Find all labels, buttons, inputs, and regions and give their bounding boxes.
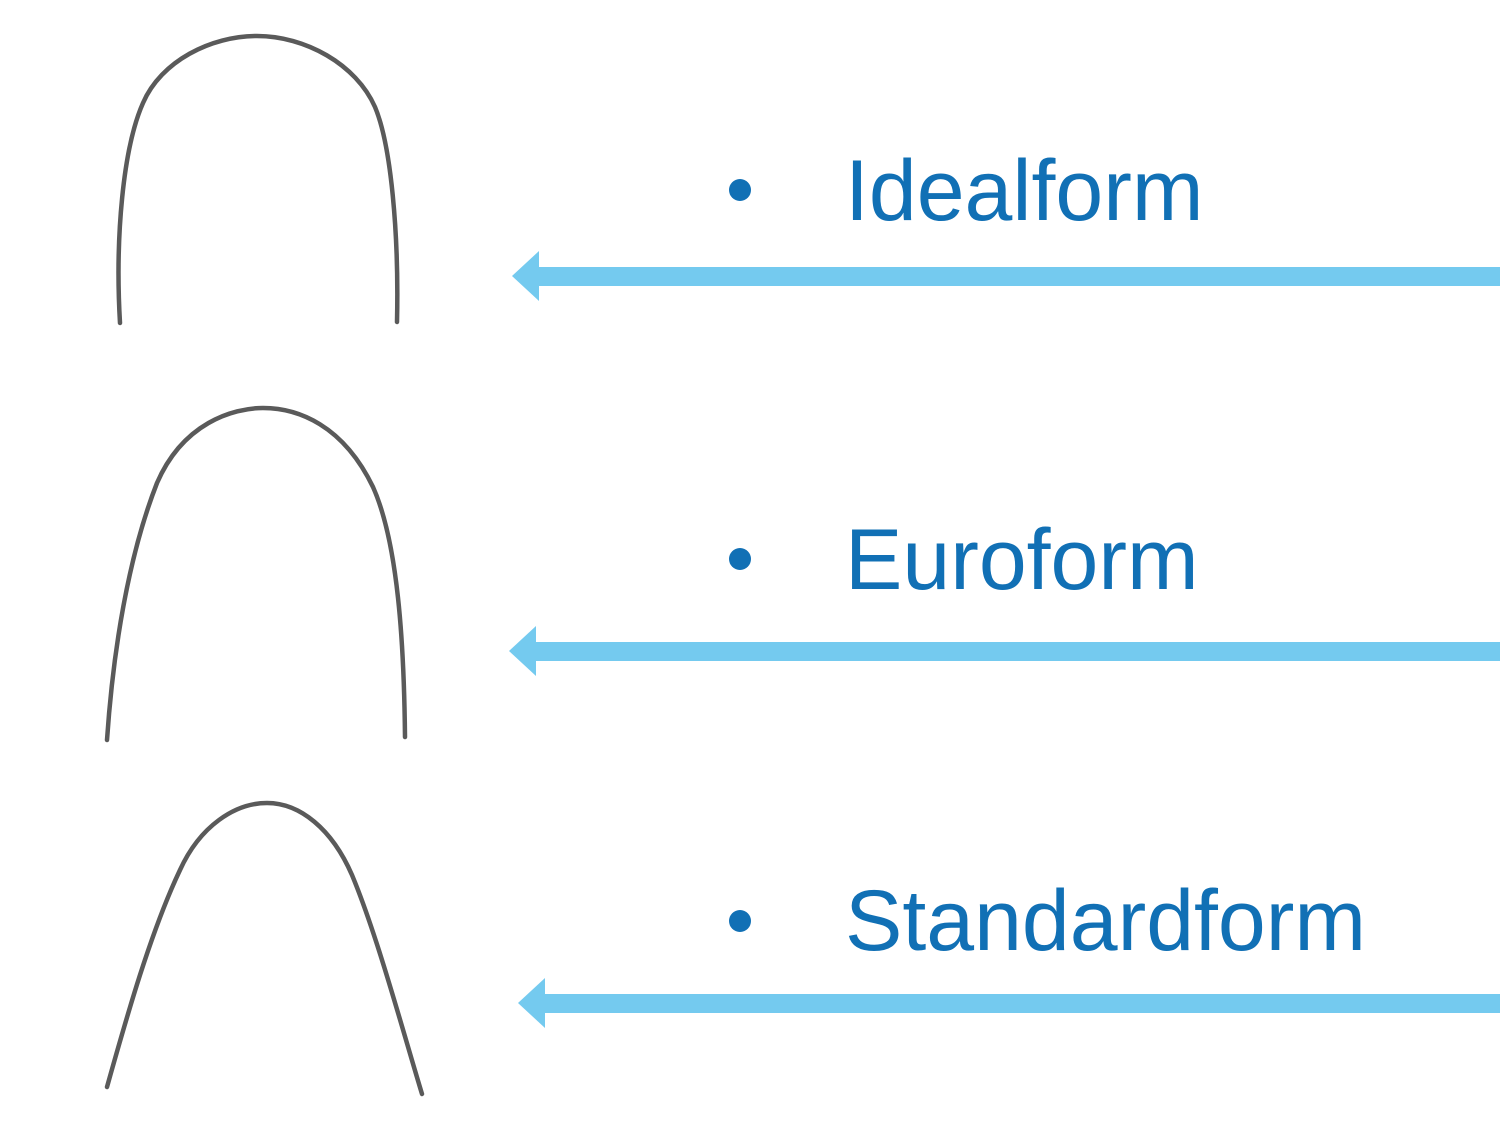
euroform-archwire-icon — [104, 405, 408, 743]
left-arrow-shaft — [543, 994, 1500, 1013]
left-arrow-standardform — [518, 978, 1500, 1028]
standardform-archwire-icon — [104, 800, 425, 1097]
standardform-archwire-path — [104, 800, 425, 1097]
label-euroform: Euroform — [845, 512, 1199, 608]
left-arrow-euroform — [509, 626, 1500, 676]
left-arrow-shaft — [537, 267, 1500, 286]
left-arrow-head-icon — [509, 626, 536, 676]
bullet-dot-icon — [729, 548, 751, 570]
left-arrow-idealform — [512, 251, 1500, 301]
left-arrow-head-icon — [518, 978, 545, 1028]
idealform-archwire-icon — [116, 33, 400, 326]
idealform-archwire-path — [116, 33, 400, 326]
bullet-dot-icon — [729, 179, 751, 201]
bullet-dot-icon — [729, 910, 751, 932]
label-idealform: Idealform — [845, 143, 1204, 239]
left-arrow-shaft — [534, 642, 1500, 661]
euroform-archwire-path — [104, 405, 408, 743]
label-standardform: Standardform — [845, 873, 1367, 969]
left-arrow-head-icon — [512, 251, 539, 301]
